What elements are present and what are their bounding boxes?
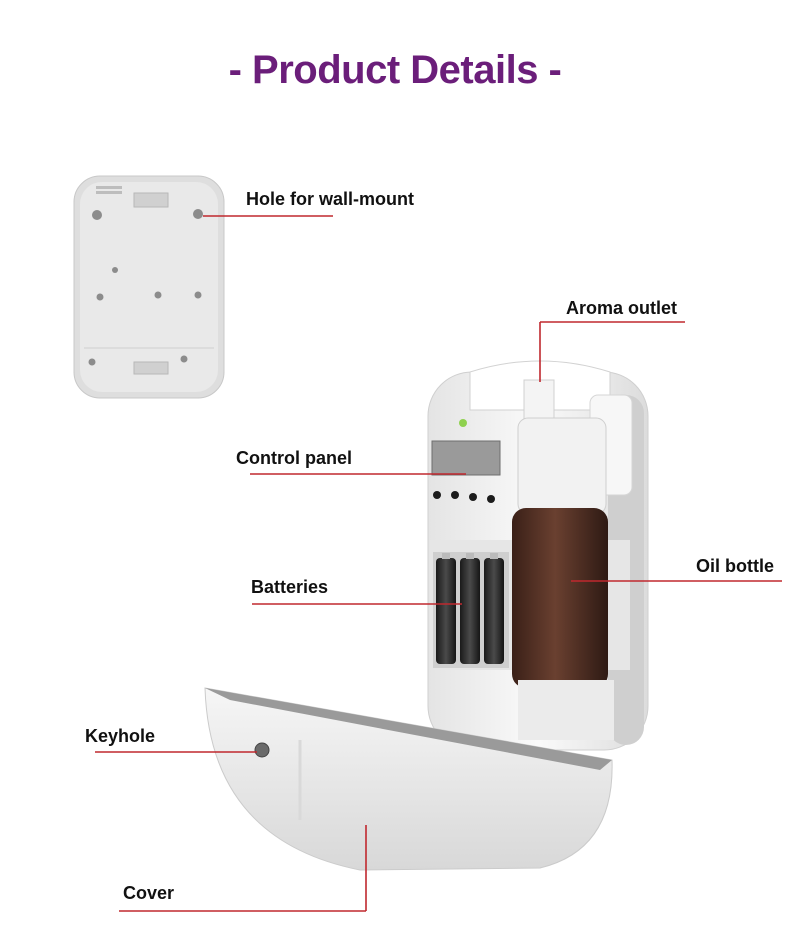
callout-cover: Cover bbox=[123, 883, 175, 903]
callout-aroma-outlet: Aroma outlet bbox=[566, 298, 678, 318]
leader-lines bbox=[95, 215, 782, 912]
page-title: - Product Details - bbox=[228, 48, 562, 92]
cover-shape bbox=[204, 687, 613, 871]
lcd-display bbox=[431, 440, 501, 476]
oil-bottle-shape bbox=[512, 508, 608, 688]
callout-control-panel: Control panel bbox=[236, 448, 352, 468]
status-led bbox=[459, 419, 467, 427]
callout-keyhole: Keyhole bbox=[85, 726, 156, 746]
device-body bbox=[427, 360, 649, 751]
callout-oil-bottle: Oil bottle bbox=[696, 556, 774, 576]
wall-mount-hole-left bbox=[92, 210, 102, 220]
back-plate bbox=[73, 175, 225, 399]
wall-mount-hole-right bbox=[193, 209, 203, 219]
callout-wall-mount: Hole for wall-mount bbox=[246, 189, 414, 209]
keyhole-shape bbox=[254, 742, 270, 758]
callout-batteries: Batteries bbox=[251, 577, 329, 597]
